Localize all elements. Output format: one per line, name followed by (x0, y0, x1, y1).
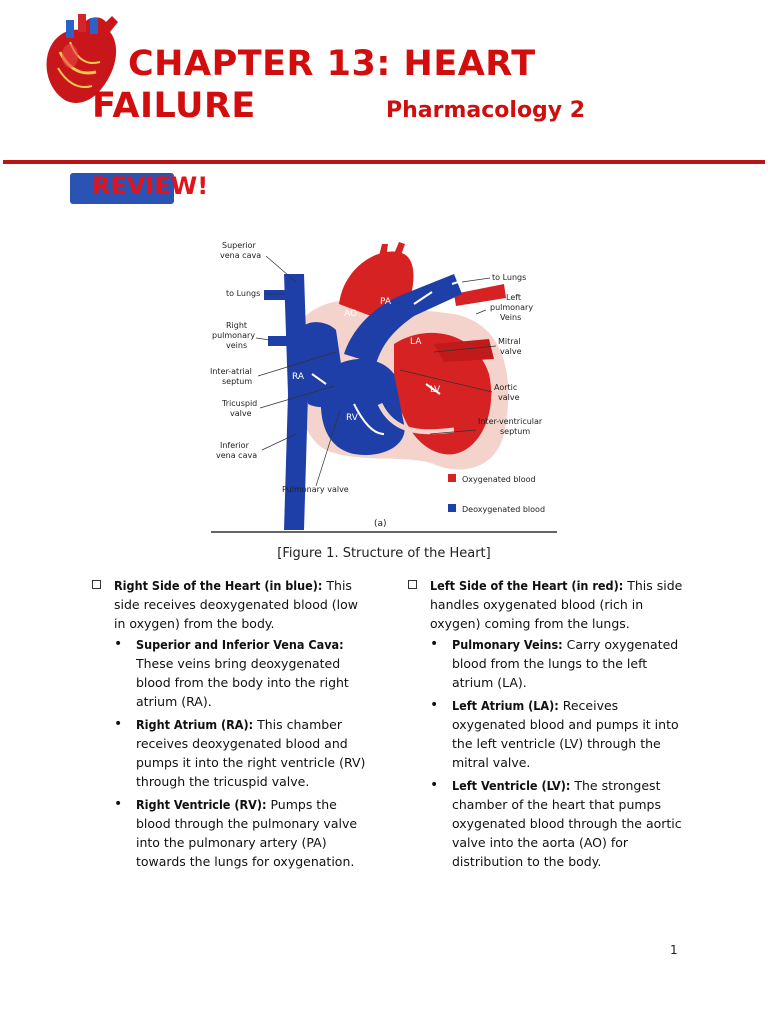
list-item: • Left Atrium (LA): Receives oxygenated b… (430, 696, 688, 772)
square-bullet-icon (92, 580, 101, 589)
bullet-text: Receives oxygenated blood and pumps it i… (452, 698, 679, 770)
deoxygenated-legend-swatch (448, 504, 456, 512)
bullet-term: Left Ventricle (LV): (452, 778, 571, 793)
bullet-dot-icon: • (114, 636, 123, 652)
list-item: • Right Atrium (RA): This chamber receive… (114, 715, 372, 791)
bullet-term: Pulmonary Veins: (452, 637, 563, 652)
figure-divider (211, 531, 557, 533)
bullet-text: These veins bring deoxygenated blood fro… (136, 656, 349, 709)
ra-label: RA (292, 372, 305, 382)
right-side-bullet-list: • Superior and Inferior Vena Cava: These … (92, 635, 372, 871)
list-item: • Pulmonary Veins: Carry oxygenated blood… (430, 635, 688, 692)
figure-panel-label: (a) (374, 519, 387, 529)
course-subtitle: Pharmacology 2 (386, 98, 586, 123)
la-label: LA (410, 337, 422, 347)
right-side-item: Right Side of the Heart (in blue): This … (92, 576, 372, 633)
bullet-term: Right Atrium (RA): (136, 717, 254, 732)
bullet-text: The strongest chamber of the heart that … (452, 778, 682, 869)
review-highlight-box (70, 173, 174, 204)
bullet-term: Left Atrium (LA): (452, 698, 559, 713)
left-side-bullet-list: • Pulmonary Veins: Carry oxygenated blood… (408, 635, 688, 871)
to-lungs-right-label: to Lungs (492, 273, 526, 282)
deoxygenated-legend-label: Deoxygenated blood (462, 505, 545, 514)
rv-label: RV (346, 413, 359, 423)
left-side-intro: This side handles oxygenated blood (rich… (430, 578, 683, 631)
lv-label: LV (430, 385, 441, 395)
list-item: • Superior and Inferior Vena Cava: These … (114, 635, 372, 711)
right-side-heading: Right Side of the Heart (in blue): (114, 578, 323, 593)
figure-caption: [Figure 1. Structure of the Heart] (277, 546, 491, 561)
bullet-dot-icon: • (114, 716, 123, 732)
pa-label: PA (380, 297, 392, 307)
bullet-dot-icon: • (430, 777, 439, 793)
bullet-text: Carry oxygenated blood from the lungs to… (452, 637, 679, 690)
review-heading: REVIEW! (92, 172, 209, 200)
bullet-dot-icon: • (430, 697, 439, 713)
oxygenated-legend-label: Oxygenated blood (462, 475, 536, 484)
list-item: • Right Ventricle (RV): Pumps the blood t… (114, 795, 372, 871)
heart-logo-icon (46, 14, 118, 103)
ao-label: AO (344, 309, 357, 319)
oxygenated-legend-swatch (448, 474, 456, 482)
page-number: 1 (670, 943, 678, 957)
bullet-term: Right Ventricle (RV): (136, 797, 267, 812)
chapter-title-line1: CHAPTER 13: HEART (128, 44, 536, 84)
to-lungs-left-label: to Lungs (226, 289, 260, 298)
left-side-section: Left Side of the Heart (in red): This si… (408, 576, 688, 875)
bullet-term: Superior and Inferior Vena Cava: (136, 637, 344, 652)
left-side-item: Left Side of the Heart (in red): This si… (408, 576, 688, 633)
left-side-heading: Left Side of the Heart (in red): (430, 578, 624, 593)
header-divider (3, 160, 765, 164)
chapter-title-line2: FAILURE (92, 86, 256, 126)
bullet-text: Pumps the blood through the pulmonary va… (136, 797, 358, 869)
square-bullet-icon (408, 580, 417, 589)
right-side-section: Right Side of the Heart (in blue): This … (92, 576, 372, 875)
right-side-intro: This side receives deoxygenated blood (l… (114, 578, 358, 631)
list-item: • Left Ventricle (LV): The strongest cham… (430, 776, 688, 871)
pulmonary-valve-label: Pulmonary valve (282, 485, 349, 494)
bullet-text: This chamber receives deoxygenated blood… (136, 717, 366, 789)
bullet-dot-icon: • (114, 796, 123, 812)
bullet-dot-icon: • (430, 636, 439, 652)
